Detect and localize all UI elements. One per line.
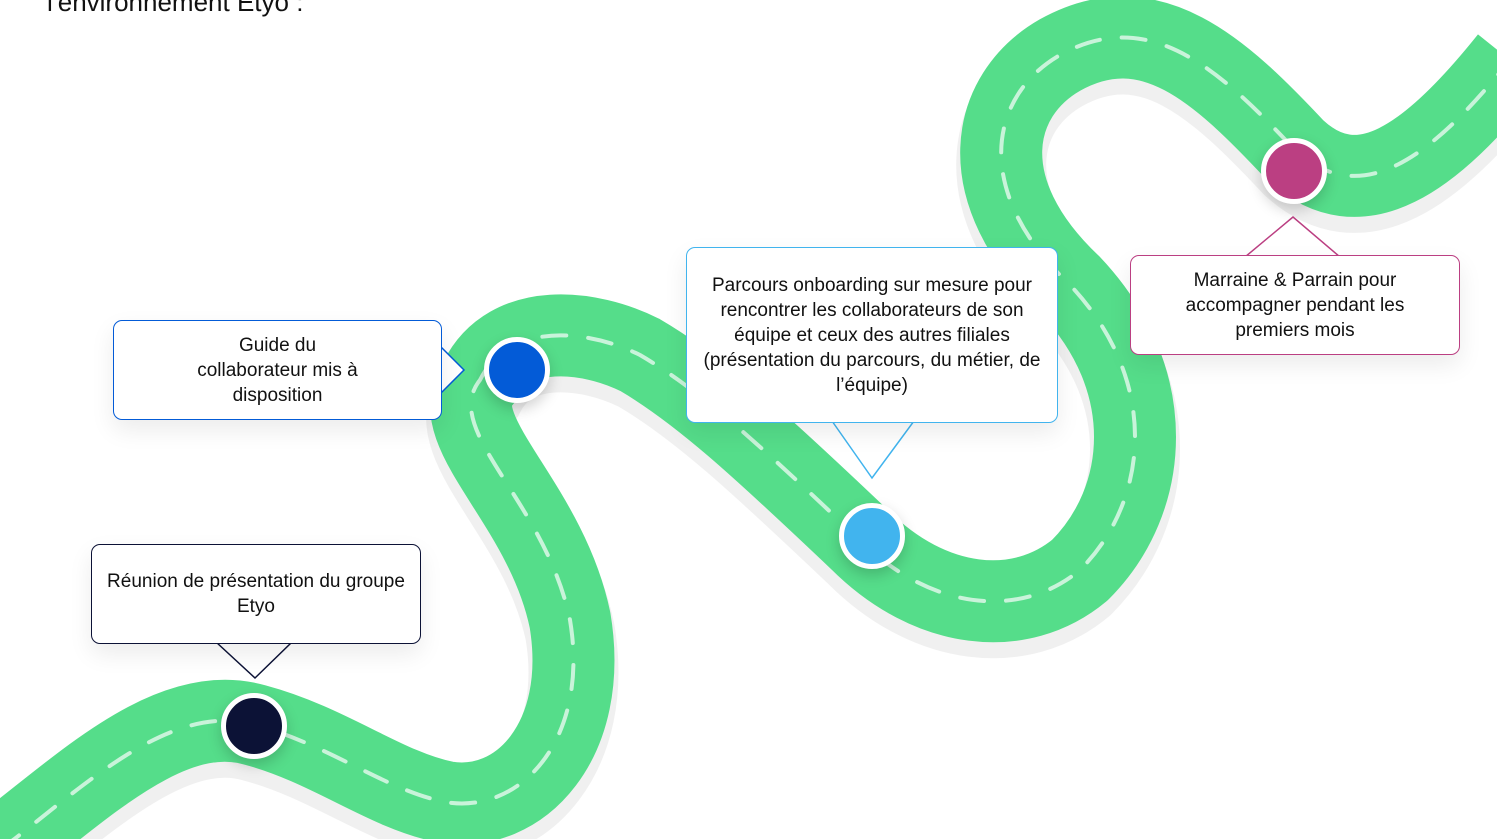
callout-reunion-text: Réunion de présentation du groupe Etyo [107, 571, 405, 617]
milestone-marker-marraine [1261, 138, 1327, 204]
pointer-reunion [214, 641, 294, 680]
milestone-marker-reunion [221, 693, 287, 759]
milestone-marker-guide [484, 337, 550, 403]
callout-reunion: Réunion de présentation du groupe Etyo [91, 544, 421, 644]
milestone-marker-parcours [839, 503, 905, 569]
callout-guide: Guide du collaborateur mis à disposition [113, 320, 442, 420]
callout-marraine: Marraine & Parrain pour accompagner pend… [1130, 255, 1460, 355]
callout-parcours: Parcours onboarding sur mesure pour renc… [686, 247, 1058, 423]
callout-guide-text: Guide du collaborateur mis à disposition [197, 334, 358, 406]
page-title: l'environnement Etyo : [47, 0, 304, 17]
callout-marraine-text: Marraine & Parrain pour accompagner pend… [1185, 269, 1405, 341]
callout-parcours-text: Parcours onboarding sur mesure pour renc… [703, 274, 1041, 396]
